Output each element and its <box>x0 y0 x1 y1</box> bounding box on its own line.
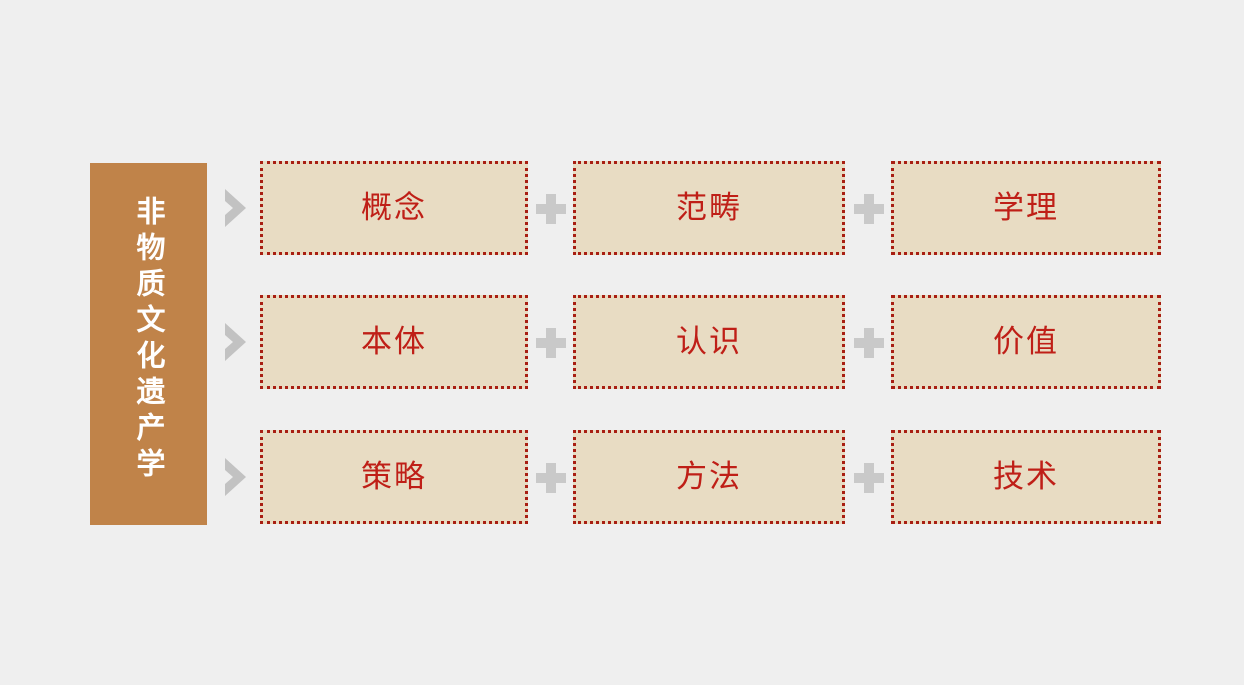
plus-icon-vertical-bar <box>864 194 874 224</box>
concept-box[interactable]: 策略 <box>260 430 528 524</box>
plus-icon-vertical-bar <box>864 463 874 493</box>
concept-box-label: 策略 <box>361 458 427 495</box>
concept-box-label: 价值 <box>993 323 1059 360</box>
vertical-title-text: 非物质文化遗产学 <box>132 196 166 484</box>
concept-box[interactable]: 范畴 <box>573 161 845 255</box>
concept-box-label: 概念 <box>361 189 427 226</box>
plus-icon <box>854 463 884 493</box>
concept-box-label: 技术 <box>993 458 1059 495</box>
plus-icon <box>536 194 566 224</box>
concept-box[interactable]: 认识 <box>573 295 845 389</box>
plus-icon-vertical-bar <box>864 328 874 358</box>
concept-box[interactable]: 技术 <box>891 430 1161 524</box>
plus-icon <box>536 328 566 358</box>
plus-icon-vertical-bar <box>546 194 556 224</box>
concept-box-label: 范畴 <box>676 189 742 226</box>
plus-icon <box>854 194 884 224</box>
vertical-title-bar: 非物质文化遗产学 <box>90 163 207 525</box>
plus-icon <box>536 463 566 493</box>
concept-box-label: 认识 <box>676 323 742 360</box>
concept-box-label: 方法 <box>676 458 742 495</box>
concept-box[interactable]: 学理 <box>891 161 1161 255</box>
plus-icon-vertical-bar <box>546 463 556 493</box>
chevron-right-icon <box>221 456 251 498</box>
plus-icon-vertical-bar <box>546 328 556 358</box>
concept-box-label: 本体 <box>361 323 427 360</box>
plus-icon <box>854 328 884 358</box>
concept-box-label: 学理 <box>993 189 1059 226</box>
concept-box[interactable]: 本体 <box>260 295 528 389</box>
chevron-right-icon <box>221 321 251 363</box>
concept-box[interactable]: 方法 <box>573 430 845 524</box>
concept-box[interactable]: 价值 <box>891 295 1161 389</box>
chevron-right-icon <box>221 187 251 229</box>
concept-box[interactable]: 概念 <box>260 161 528 255</box>
